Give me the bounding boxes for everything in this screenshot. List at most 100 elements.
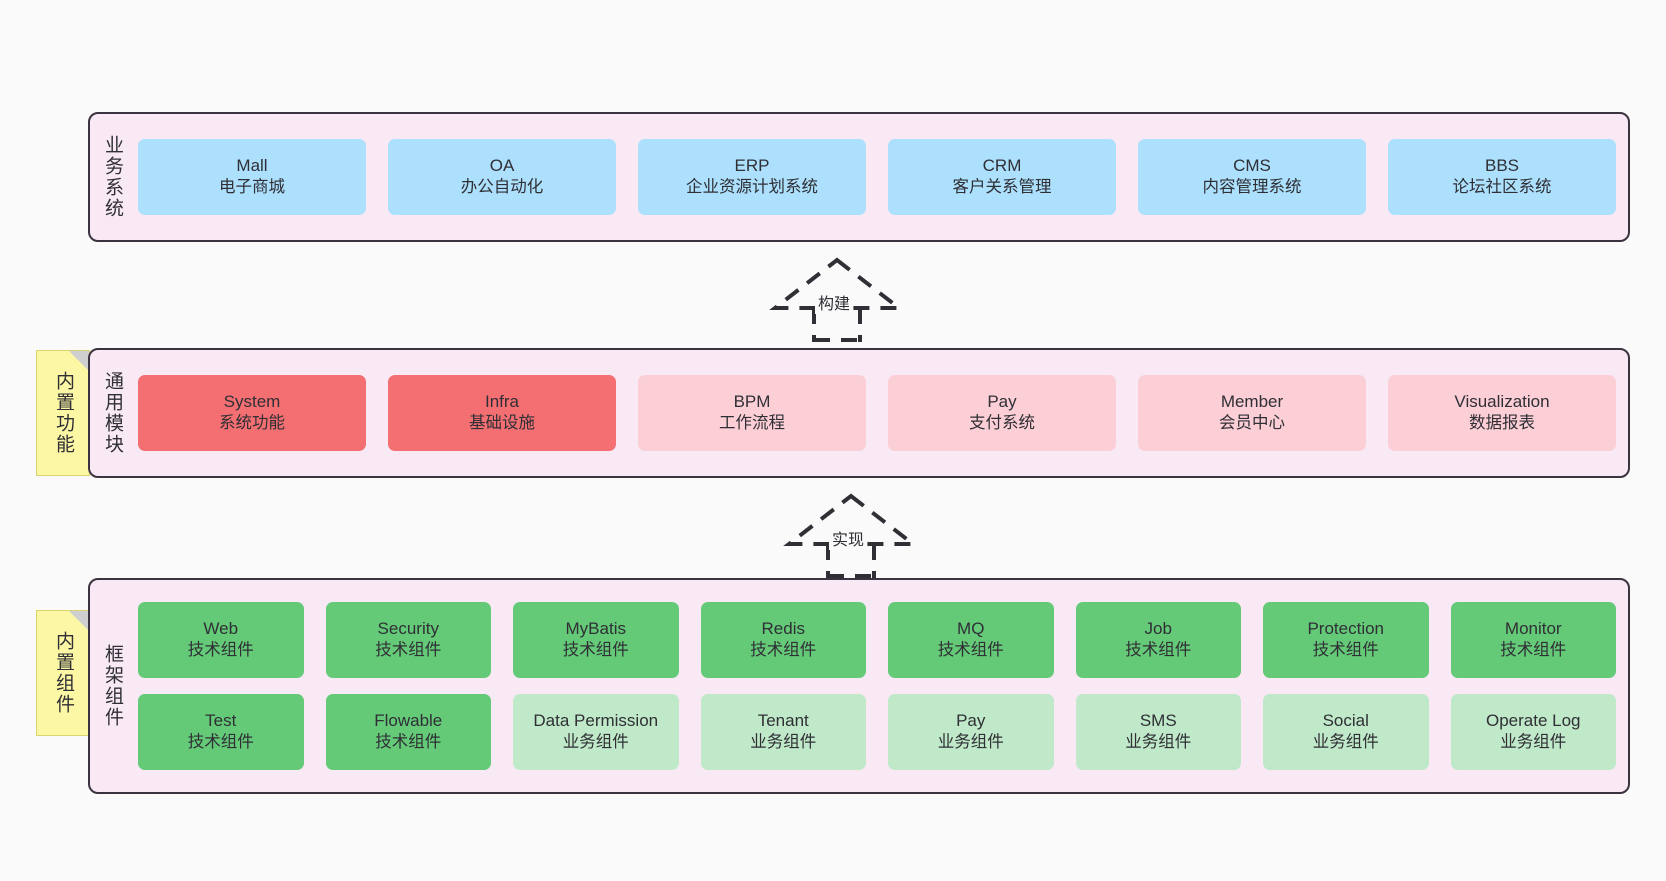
card-subtitle: 电子商城 — [219, 178, 285, 197]
card-visualization[interactable]: Visualization 数据报表 — [1388, 375, 1616, 451]
card-title: Pay — [987, 392, 1017, 412]
card-row: Mall 电子商城 OA 办公自动化 ERP 企业资源计划系统 CRM 客户关系… — [138, 139, 1616, 215]
card-subtitle: 业务组件 — [562, 733, 629, 752]
card-subtitle: 内容管理系统 — [1202, 178, 1302, 197]
layer-common-modules: 通用模块 System 系统功能 Infra 基础设施 BPM 工作流程 Pay… — [88, 348, 1630, 478]
connector-label-implement: 实现 — [829, 526, 868, 550]
card-flowable[interactable]: Flowable 技术组件 — [325, 694, 491, 770]
card-title: Operate Log — [1485, 711, 1581, 731]
card-title: Visualization — [1454, 392, 1550, 412]
card-title: Tenant — [757, 711, 809, 731]
card-row-business: Test 技术组件 Flowable 技术组件 Data Permission … — [138, 694, 1616, 770]
card-sms[interactable]: SMS 业务组件 — [1075, 694, 1241, 770]
card-redis[interactable]: Redis 技术组件 — [700, 602, 866, 678]
card-subtitle: 技术组件 — [375, 733, 442, 752]
card-title: Social — [1322, 711, 1369, 731]
layer-body-common: System 系统功能 Infra 基础设施 BPM 工作流程 Pay 支付系统… — [134, 350, 1628, 476]
card-subtitle: 技术组件 — [187, 641, 254, 660]
card-subtitle: 业务组件 — [750, 733, 817, 752]
note-builtin-features: 内置功能 — [36, 350, 90, 476]
card-crm[interactable]: CRM 客户关系管理 — [888, 139, 1116, 215]
card-title: Pay — [956, 711, 986, 731]
connector-label-build: 构建 — [815, 290, 854, 314]
card-subtitle: 基础设施 — [469, 414, 535, 433]
connector-implement: 实现 — [766, 492, 936, 578]
card-protection[interactable]: Protection 技术组件 — [1263, 602, 1429, 678]
note-label: 内置组件 — [53, 631, 75, 715]
card-erp[interactable]: ERP 企业资源计划系统 — [638, 139, 866, 215]
card-test[interactable]: Test 技术组件 — [138, 694, 304, 770]
card-web[interactable]: Web 技术组件 — [138, 602, 304, 678]
card-title: CRM — [982, 156, 1022, 176]
card-subtitle: 系统功能 — [219, 414, 285, 433]
card-title: Flowable — [374, 711, 443, 731]
card-title: ERP — [734, 156, 770, 176]
card-title: Web — [203, 619, 239, 639]
card-subtitle: 技术组件 — [187, 733, 254, 752]
card-title: MyBatis — [565, 619, 626, 639]
card-subtitle: 业务组件 — [1125, 733, 1192, 752]
layer-title-common: 通用模块 — [102, 371, 124, 455]
card-pay-business[interactable]: Pay 业务组件 — [888, 694, 1054, 770]
card-title: Redis — [761, 619, 805, 639]
card-monitor[interactable]: Monitor 技术组件 — [1450, 602, 1616, 678]
card-security[interactable]: Security 技术组件 — [325, 602, 491, 678]
card-subtitle: 数据报表 — [1469, 414, 1535, 433]
card-subtitle: 业务组件 — [1500, 733, 1567, 752]
card-mq[interactable]: MQ 技术组件 — [888, 602, 1054, 678]
card-job[interactable]: Job 技术组件 — [1075, 602, 1241, 678]
card-title: MQ — [957, 619, 985, 639]
card-title: CMS — [1233, 156, 1271, 176]
card-bbs[interactable]: BBS 论坛社区系统 — [1388, 139, 1616, 215]
card-subtitle: 技术组件 — [562, 641, 629, 660]
card-subtitle: 企业资源计划系统 — [686, 178, 818, 197]
card-title: Test — [205, 711, 237, 731]
card-title: Mall — [236, 156, 268, 176]
layer-title-business: 业务系统 — [102, 135, 124, 219]
card-tenant[interactable]: Tenant 业务组件 — [700, 694, 866, 770]
card-operate-log[interactable]: Operate Log 业务组件 — [1450, 694, 1616, 770]
card-title: System — [223, 392, 281, 412]
card-member[interactable]: Member 会员中心 — [1138, 375, 1366, 451]
card-subtitle: 支付系统 — [969, 414, 1035, 433]
card-oa[interactable]: OA 办公自动化 — [388, 139, 616, 215]
layer-business-systems: 业务系统 Mall 电子商城 OA 办公自动化 ERP 企业资源计划系统 CRM… — [88, 112, 1630, 242]
card-mybatis[interactable]: MyBatis 技术组件 — [513, 602, 679, 678]
layer-framework-components: 框架组件 Web 技术组件 Security 技术组件 MyBatis 技术组件… — [88, 578, 1630, 794]
card-subtitle: 技术组件 — [1500, 641, 1567, 660]
card-title: SMS — [1139, 711, 1177, 731]
card-data-permission[interactable]: Data Permission 业务组件 — [513, 694, 679, 770]
card-bpm[interactable]: BPM 工作流程 — [638, 375, 866, 451]
card-subtitle: 技术组件 — [1312, 641, 1379, 660]
card-row-tech: Web 技术组件 Security 技术组件 MyBatis 技术组件 Redi… — [138, 602, 1616, 678]
card-title: Security — [377, 619, 439, 639]
card-title: Member — [1220, 392, 1284, 412]
card-infra[interactable]: Infra 基础设施 — [388, 375, 616, 451]
card-title: Protection — [1307, 619, 1385, 639]
card-row: System 系统功能 Infra 基础设施 BPM 工作流程 Pay 支付系统… — [138, 375, 1616, 451]
note-label: 内置功能 — [53, 371, 75, 455]
card-mall[interactable]: Mall 电子商城 — [138, 139, 366, 215]
card-subtitle: 会员中心 — [1219, 414, 1285, 433]
card-system[interactable]: System 系统功能 — [138, 375, 366, 451]
card-title: OA — [489, 156, 515, 176]
card-cms[interactable]: CMS 内容管理系统 — [1138, 139, 1366, 215]
connector-build: 构建 — [752, 256, 922, 342]
card-social[interactable]: Social 业务组件 — [1263, 694, 1429, 770]
card-subtitle: 办公自动化 — [460, 178, 544, 197]
layer-title-framework: 框架组件 — [102, 644, 124, 728]
layer-body-business: Mall 电子商城 OA 办公自动化 ERP 企业资源计划系统 CRM 客户关系… — [134, 114, 1628, 240]
card-title: Infra — [484, 392, 520, 412]
card-title: BPM — [733, 392, 771, 412]
card-subtitle: 客户关系管理 — [952, 178, 1052, 197]
card-subtitle: 技术组件 — [1125, 641, 1192, 660]
card-subtitle: 业务组件 — [1312, 733, 1379, 752]
card-title: Monitor — [1504, 619, 1562, 639]
card-subtitle: 技术组件 — [937, 641, 1004, 660]
card-subtitle: 论坛社区系统 — [1452, 178, 1552, 197]
card-pay[interactable]: Pay 支付系统 — [888, 375, 1116, 451]
card-subtitle: 工作流程 — [719, 414, 785, 433]
card-subtitle: 业务组件 — [937, 733, 1004, 752]
layer-body-framework: Web 技术组件 Security 技术组件 MyBatis 技术组件 Redi… — [134, 580, 1628, 792]
